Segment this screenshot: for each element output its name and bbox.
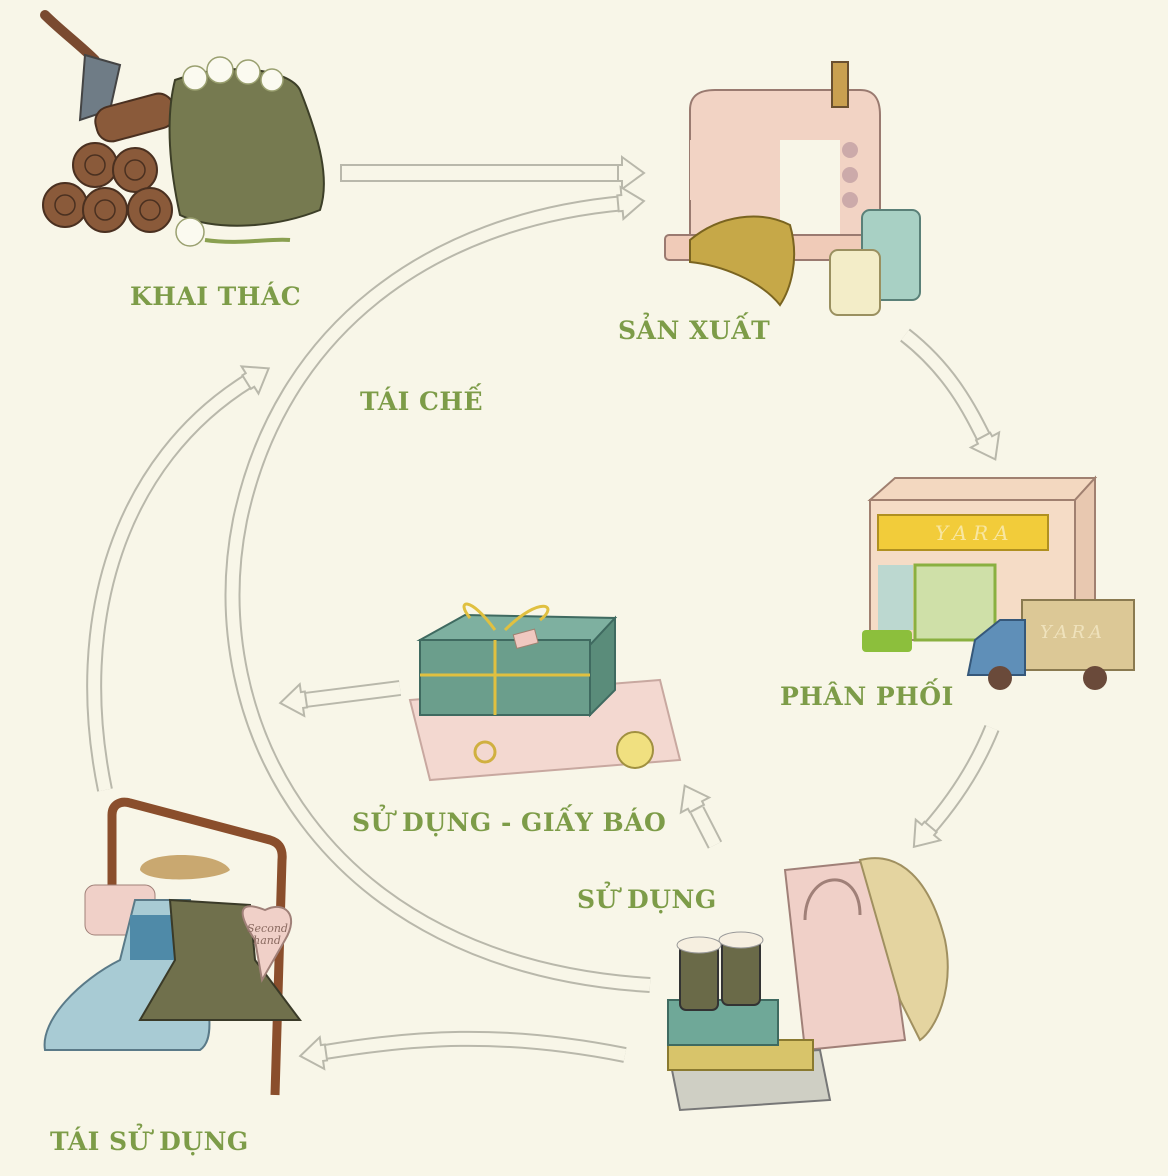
label-su-dung: SỬ DỤNG — [577, 885, 717, 914]
arrow-phan-phoi-to-su-dung — [900, 724, 1000, 859]
arrow-su-dung-to-tai-su-dung — [296, 1030, 627, 1073]
label-tai-che: TÁI CHẾ — [360, 387, 484, 416]
arrow-tai-che-arc — [224, 184, 651, 993]
label-khai-thac: KHAI THÁC — [130, 282, 302, 311]
truck-brand-text: YARA — [1040, 622, 1107, 643]
label-phan-phoi: PHÂN PHỐI — [780, 682, 954, 711]
clothes-rack-illustration — [43, 797, 302, 1096]
arrow-giay-bao-to-left — [276, 680, 402, 720]
sewing-machine-illustration — [664, 61, 921, 316]
label-san-xuat: SẢN XUẤT — [618, 316, 771, 345]
tag-line-1: Second — [247, 922, 288, 935]
tag-line-2: hand — [253, 934, 281, 947]
second-hand-tag: Second hand — [247, 922, 288, 947]
store-brand-sign: YARA — [935, 521, 1015, 545]
shopping-bag-boots-illustration — [667, 857, 949, 1112]
logs-and-cotton-sack-illustration — [40, 10, 325, 247]
store-and-truck-illustration — [862, 475, 1135, 690]
arrow-su-dung-to-giay-bao — [669, 777, 723, 849]
arrow-tai-su-dung-to-khai-thac — [86, 353, 279, 792]
gift-newspaper-illustration — [408, 602, 682, 782]
label-tai-su-dung: TÁI SỬ DỤNG — [50, 1127, 249, 1156]
arrow-khai-thac-to-san-xuat — [340, 156, 645, 190]
label-su-dung-giay-bao: SỬ DỤNG - GIẤY BÁO — [352, 808, 667, 837]
arrow-san-xuat-to-phan-phoi — [900, 328, 1011, 468]
